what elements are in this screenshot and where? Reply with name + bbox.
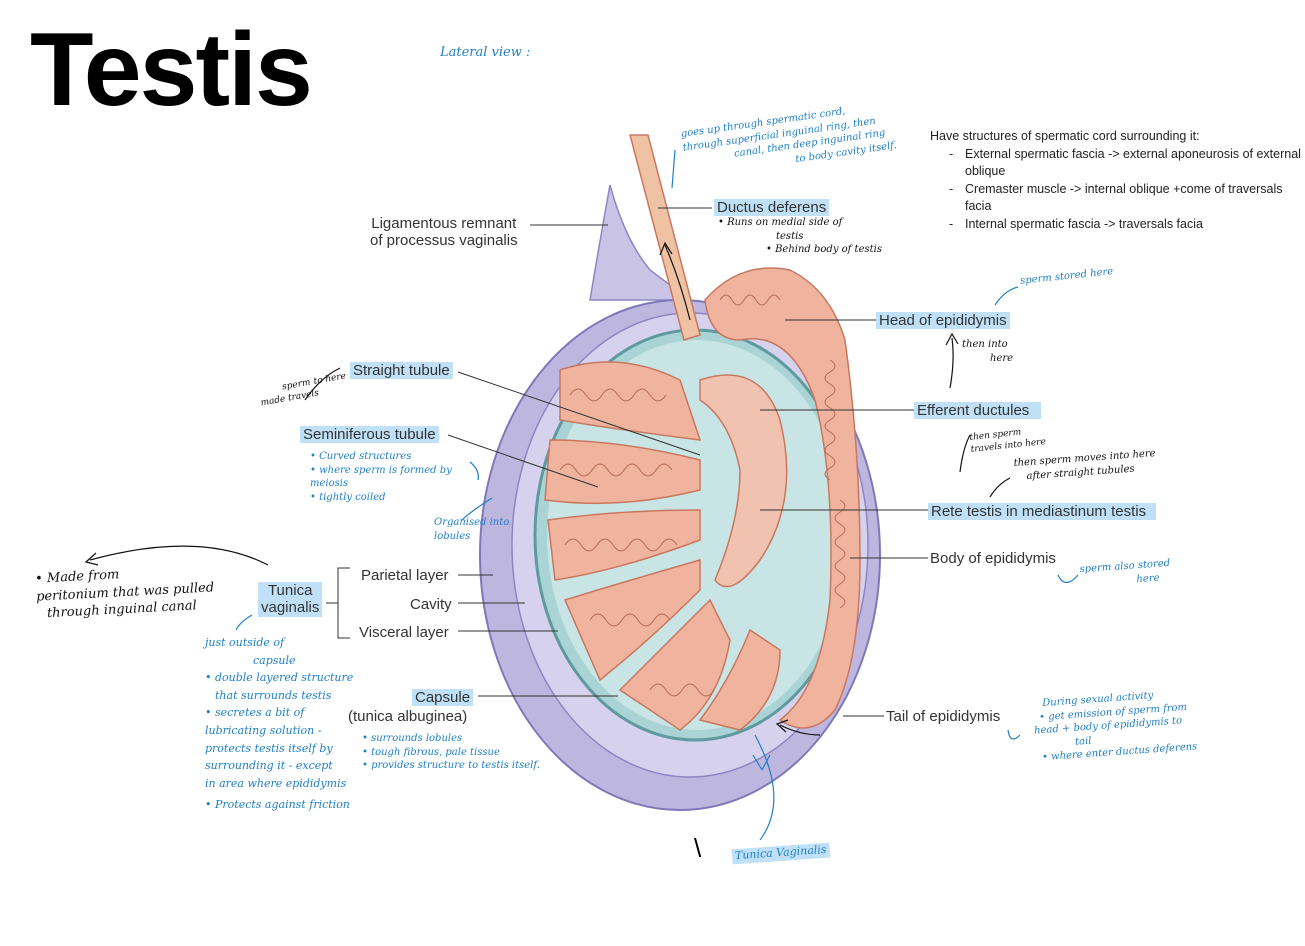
label-tunica-albuginea: (tunica albuginea) <box>348 708 468 725</box>
lobule <box>563 559 701 682</box>
tubule-coils <box>559 388 715 697</box>
lobule <box>547 509 701 581</box>
hw-line: • double layered structure <box>205 671 354 685</box>
hw-tunica-notes: just outside of capsule • double layered… <box>205 634 353 814</box>
label-rete-testis: Rete testis in mediastinum testis <box>928 503 1157 521</box>
label-ligamentous-line1: Ligamentous remnant <box>371 215 517 232</box>
label-efferent-ductules: Efferent ductules <box>914 402 1042 420</box>
stray-backslash: \ <box>694 833 702 863</box>
hw-then-into-here: then into here <box>962 338 1013 365</box>
hw-line: protects testis itself by <box>205 741 333 755</box>
spermatic-cord-note: Have structures of spermatic cord surrou… <box>930 128 1302 233</box>
seminiferous-lobules <box>544 361 781 731</box>
epididymis-coils <box>719 294 846 609</box>
hw-ductus-notes: • Runs on medial side of testis • Behind… <box>718 216 882 257</box>
label-ductus-deferens: Ductus deferens <box>714 199 830 217</box>
note-heading: Have structures of spermatic cord surrou… <box>930 129 1200 143</box>
hw-capsule-notes: • surrounds lobules • tough fibrous, pal… <box>362 732 540 773</box>
hw-line: • Behind body of testis <box>766 244 882 255</box>
label-tail-of-epididymis: Tail of epididymis <box>886 708 1001 725</box>
label-seminiferous-tubule: Seminiferous tubule <box>300 426 439 444</box>
lobule <box>559 361 702 441</box>
note-list: External spermatic fascia -> external ap… <box>930 146 1302 234</box>
hw-line: here <box>990 352 1014 364</box>
hw-line: • provides structure to testis itself. <box>362 760 540 771</box>
lateral-view-note: Lateral view : <box>440 45 531 60</box>
label-tunica-line2: vaginalis <box>261 599 320 617</box>
hw-tail-notes: During sexual activity • get emission of… <box>1032 686 1198 765</box>
hw-line: lubricating solution - <box>205 723 322 737</box>
processus-vaginalis-remnant <box>589 184 693 301</box>
hw-line: then into <box>962 339 1008 350</box>
lobule <box>618 598 731 731</box>
hw-line: meiosis <box>310 478 349 489</box>
lobule <box>698 628 781 731</box>
hw-line: • Curved structures <box>310 451 412 462</box>
note-item: Cremaster muscle -> internal oblique +co… <box>949 181 1302 216</box>
label-ligamentous-remnant: Ligamentous remnant of processus vaginal… <box>370 215 518 250</box>
handwritten-arrows <box>84 241 1011 736</box>
hw-line: • tough fibrous, pale tissue <box>362 746 500 758</box>
hw-line: • secretes a bit of <box>205 706 305 720</box>
hw-line: • where sperm is formed by <box>310 464 452 476</box>
label-body-of-epididymis: Body of epididymis <box>930 550 1056 567</box>
label-visceral-layer: Visceral layer <box>359 624 449 641</box>
rete-testis <box>699 374 788 588</box>
note-item: Internal spermatic fascia -> traversals … <box>949 216 1302 234</box>
hw-line: surrounding it - except <box>205 759 333 773</box>
label-parietal-layer: Parietal layer <box>361 567 449 584</box>
hw-line: that surrounds testis <box>215 688 332 702</box>
label-tunica-line1: Tunica <box>267 582 313 599</box>
hw-tunica-made-from: • Made from peritonium that was pulled t… <box>35 561 216 623</box>
label-straight-tubule: Straight tubule <box>350 362 453 380</box>
hw-line: in area where epididymis <box>205 776 347 790</box>
hw-line: just outside of <box>205 636 285 649</box>
note-item: External spermatic fascia -> external ap… <box>949 146 1302 181</box>
hw-line: Organised into <box>434 517 510 528</box>
label-capsule: Capsule <box>412 689 474 707</box>
label-head-of-epididymis: Head of epididymis <box>876 312 1010 330</box>
hw-line: capsule <box>253 653 296 667</box>
page-title: Testis <box>30 12 313 128</box>
hw-seminiferous-notes: • Curved structures • where sperm is for… <box>310 450 452 504</box>
hw-line: • Protects against friction <box>205 798 350 812</box>
hw-organised-lobules: Organised into lobules <box>434 516 509 543</box>
hw-line: lobules <box>434 530 471 542</box>
hw-line: • Runs on medial side of <box>718 217 843 228</box>
hw-line: • tightly coiled <box>310 491 386 503</box>
label-cavity: Cavity <box>410 596 452 613</box>
hw-line: • surrounds lobules <box>362 733 463 744</box>
label-tunica-vaginalis: Tunica vaginalis <box>258 582 323 617</box>
handwritten-blue-arrows <box>235 149 1079 841</box>
label-ligamentous-line2: of processus vaginalis <box>370 232 518 250</box>
leader-lines <box>326 207 928 717</box>
ductus-deferens <box>629 134 701 341</box>
epididymis <box>704 267 861 729</box>
hw-line: testis <box>776 230 804 242</box>
